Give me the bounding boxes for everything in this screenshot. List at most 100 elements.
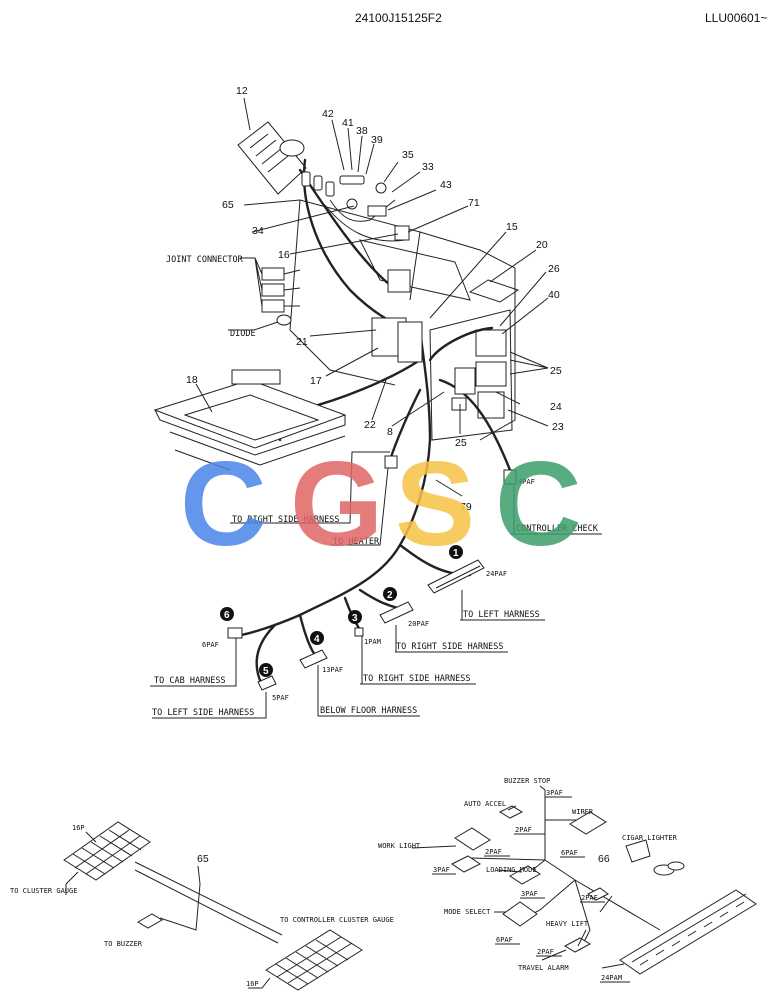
detail-harness-66: 66 BUZZER STOP AUTO ACCEL WIPER CIGAR LI… [378, 777, 757, 983]
label-4paf: 4PAF [518, 478, 535, 486]
callout-8: 8 [387, 426, 393, 438]
connector-6-pins: 6PAF [202, 641, 219, 649]
callout-42: 42 [322, 108, 334, 120]
callout-12: 12 [236, 85, 248, 97]
pins-2paf-heavy-lift: 2PAF [581, 894, 598, 902]
watermark-letter-c1: C [180, 437, 267, 571]
connector-2-badge: 2 [387, 590, 393, 601]
label-joint-connector: JOINT CONNECTOR [166, 255, 244, 265]
callout-17: 17 [310, 375, 322, 387]
callout-40: 40 [548, 289, 560, 301]
connector-5-destination: TO LEFT SIDE HARNESS [152, 708, 254, 718]
label-diode: DIODE [230, 329, 256, 339]
label-auto-accel: AUTO ACCEL [464, 800, 506, 808]
connector-2-destination: TO RIGHT SIDE HARNESS [396, 642, 503, 652]
connector-1-pins: 24PAF [486, 570, 507, 578]
detail-65-16p-bottom: 16P [246, 980, 259, 988]
connector-4-badge-bg [310, 631, 324, 645]
callout-65: 65 [222, 199, 234, 211]
pins-24pam: 24PAM [601, 974, 622, 982]
connector-2: 2 20PAF TO RIGHT SIDE HARNESS [383, 587, 503, 652]
label-cigar-lighter: CIGAR LIGHTER [622, 834, 678, 842]
pins-3paf-work-light: 3PAF [433, 866, 450, 874]
connector-1-badge: 1 [453, 548, 459, 559]
connector-6-destination: TO CAB HARNESS [154, 676, 226, 686]
connector-5-pins: 5PAF [272, 694, 289, 702]
connector-6-badge-bg [220, 607, 234, 621]
label-to-right-side-harness-upper: TO RIGHT SIDE HARNESS [232, 515, 339, 525]
label-work-light: WORK LIGHT [378, 842, 421, 850]
connector-6: 6 6PAF TO CAB HARNESS [154, 607, 234, 686]
callout-38: 38 [356, 125, 368, 137]
label-controller-check: CONTROLLER CHECK [516, 524, 599, 534]
connector-1: 1 24PAF TO LEFT HARNESS [449, 545, 540, 620]
callout-25-right: 25 [550, 365, 562, 377]
callout-26: 26 [548, 263, 560, 275]
connector-4-pins: 13PAF [322, 666, 343, 674]
callout-71: 71 [468, 197, 480, 209]
cgsc-watermark-logo: C G S C [180, 437, 582, 571]
connector-4-destination: BELOW FLOOR HARNESS [320, 706, 417, 716]
connector-1-badge-bg [449, 545, 463, 559]
callout-34: 34 [252, 225, 264, 237]
callout-41: 41 [342, 117, 354, 129]
callout-20: 20 [536, 239, 548, 251]
connector-3-destination: TO RIGHT SIDE HARNESS [363, 674, 470, 684]
drawing-number: 24100J15125F2 [355, 11, 442, 25]
pins-6paf-wiper: 6PAF [561, 849, 578, 857]
label-to-heater: TO HEATER [333, 537, 380, 547]
detail-65-to-cluster-gauge: TO CLUSTER GAUGE [10, 887, 77, 895]
connector-3-pins: 1PAM [364, 638, 381, 646]
pins-2paf-work-light: 2PAF [485, 848, 502, 856]
callout-numbers: 12 42 41 38 39 35 33 43 65 71 34 16 15 2… [186, 85, 564, 513]
callout-33: 33 [422, 161, 434, 173]
connector-4-badge: 4 [314, 634, 320, 645]
pins-6paf-mode-select: 6PAF [496, 936, 513, 944]
pins-2paf-travel-alarm: 2PAF [537, 948, 554, 956]
serial-range: LLU00601~ [705, 11, 767, 25]
callout-18: 18 [186, 374, 198, 386]
detail-65-number: 65 [197, 853, 209, 865]
callout-16: 16 [278, 249, 290, 261]
detail-65-to-buzzer: TO BUZZER [104, 940, 143, 948]
connector-6-badge: 6 [224, 610, 230, 621]
main-labels: JOINT CONNECTOR DIODE TO RIGHT SIDE HARN… [166, 255, 599, 547]
connector-2-badge-bg [383, 587, 397, 601]
detail-65-16p-top: 16P [72, 824, 85, 832]
callout-25-lower: 25 [455, 437, 467, 449]
callout-43: 43 [440, 179, 452, 191]
pins-3paf-loading-mode: 3PAF [521, 890, 538, 898]
callout-23: 23 [552, 421, 564, 433]
label-travel-alarm: TRAVEL ALARM [518, 964, 569, 972]
connector-5-badge-bg [259, 663, 273, 677]
watermark-letter-g: G [290, 437, 383, 571]
connector-1-destination: TO LEFT HARNESS [463, 610, 540, 620]
label-buzzer-stop: BUZZER STOP [504, 777, 550, 785]
label-loading-mode: LOADING MODE [486, 866, 537, 874]
label-mode-select: MODE SELECT [444, 908, 491, 916]
callout-24: 24 [550, 401, 562, 413]
pins-3paf-buzzer-stop: 3PAF [546, 789, 563, 797]
connector-5: 5 5PAF TO LEFT SIDE HARNESS [152, 663, 289, 718]
callout-35: 35 [402, 149, 414, 161]
detail-harness-65: 65 16P 16P TO CLUSTER GAUGE TO BUZZER TO… [10, 821, 394, 991]
detail-66-number: 66 [598, 853, 610, 865]
pins-2paf-auto-accel: 2PAF [515, 826, 532, 834]
main-assembly [150, 97, 602, 719]
callout-15: 15 [506, 221, 518, 233]
callout-79: 79 [460, 501, 472, 513]
callout-22: 22 [364, 419, 376, 431]
watermark-letter-s: S [395, 437, 475, 571]
connector-3: 3 1PAM TO RIGHT SIDE HARNESS [348, 610, 470, 684]
label-heavy-lift: HEAVY LIFT [546, 920, 589, 928]
label-wiper: WIPER [572, 808, 594, 816]
connector-3-badge: 3 [352, 613, 358, 624]
connector-4: 4 13PAF BELOW FLOOR HARNESS [310, 631, 417, 716]
detail-65-to-controller: TO CONTROLLER CLUSTER GAUGE [280, 916, 394, 924]
watermark-letter-c2: C [495, 437, 582, 571]
callout-39: 39 [371, 134, 383, 146]
connector-5-badge: 5 [263, 666, 269, 677]
callout-21: 21 [296, 336, 308, 348]
connector-3-badge-bg [348, 610, 362, 624]
